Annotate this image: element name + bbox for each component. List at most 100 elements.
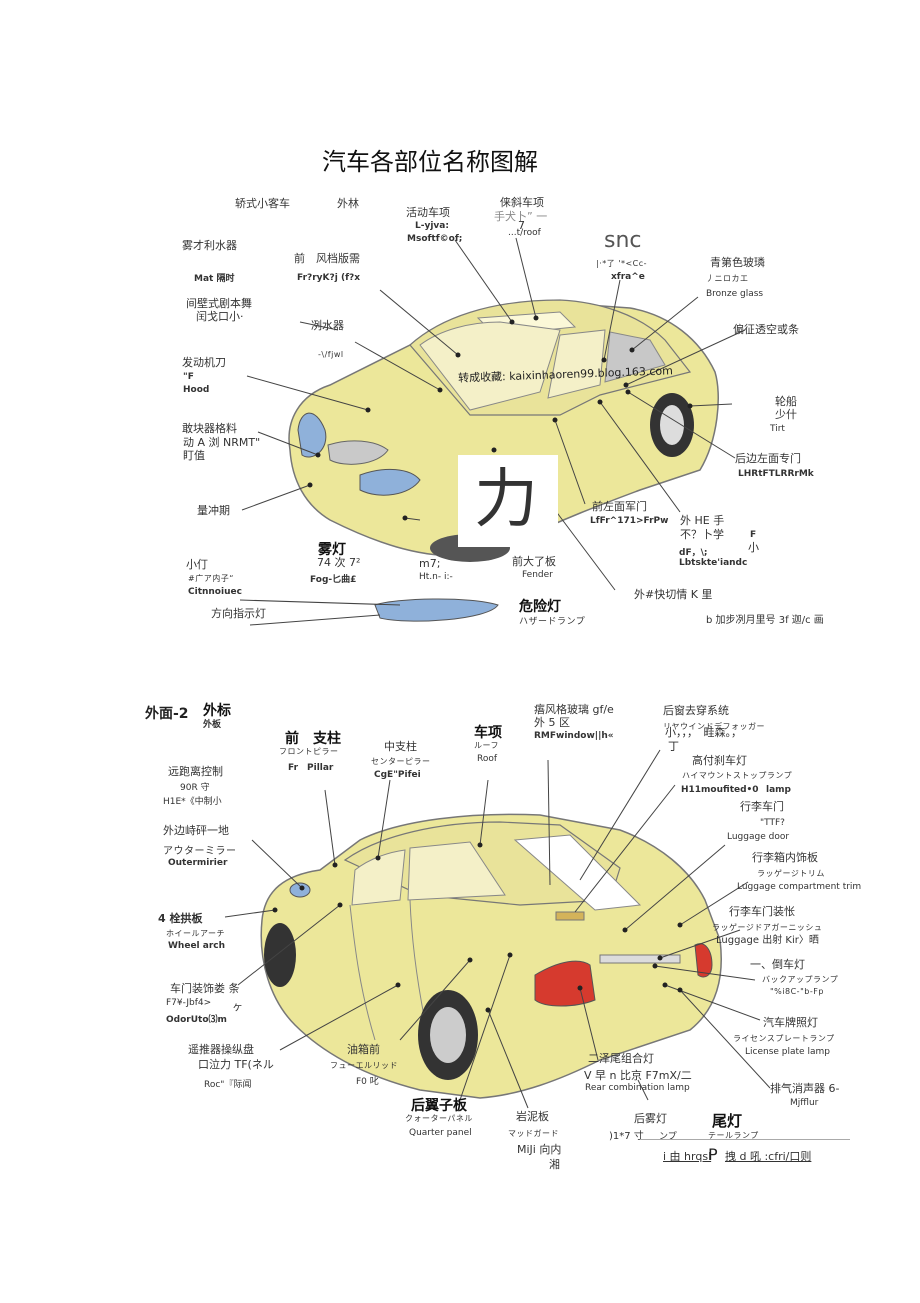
- label: 盯值: [183, 449, 205, 462]
- label: ライセンスプレートランプ: [733, 1034, 835, 1043]
- label: LHRtFTLRRrMk: [738, 469, 814, 479]
- label: P: [708, 1145, 718, 1164]
- label: 尾灯: [712, 1112, 743, 1130]
- label: ンプ: [659, 1132, 677, 1142]
- label: Citnnoiuec: [188, 587, 242, 597]
- label: クォーターパネル: [405, 1114, 473, 1123]
- label: 外边峙砰一地: [163, 824, 229, 837]
- label: #广ア内子“: [188, 574, 234, 583]
- label: ホイールアーチ: [166, 929, 226, 938]
- label: ラッゲージトリム: [757, 869, 825, 878]
- label: Lbtskte'iandc: [679, 558, 748, 568]
- label: 行李车门装怅: [729, 905, 795, 918]
- label: Fog-匕曲£: [310, 575, 357, 585]
- label: Fender: [522, 570, 553, 580]
- label: 74 次 7²: [317, 556, 361, 569]
- label: フロントピラー: [279, 747, 339, 756]
- label: 口泣力 TF(ネル: [198, 1058, 274, 1071]
- label: 俫斜车项: [500, 196, 544, 209]
- label: 活动车项: [406, 206, 450, 219]
- label: 汽车牌照灯: [763, 1016, 818, 1029]
- label: L-yjva:: [415, 221, 449, 231]
- label: 7: [518, 219, 525, 232]
- label: Quarter panel: [409, 1128, 472, 1138]
- label: 方向指示灯: [211, 607, 266, 620]
- label: MiJi 向内: [517, 1143, 562, 1156]
- label: 雾才利水器: [182, 239, 237, 252]
- label: 外板: [203, 720, 222, 730]
- label: Roof: [477, 754, 498, 764]
- label: 轮船: [775, 395, 797, 408]
- label: "F: [183, 372, 194, 382]
- label: 外林: [337, 197, 359, 210]
- label: Mat 隔时: [194, 274, 235, 284]
- label: ハザードランプ: [519, 617, 586, 627]
- car-rear-view: [224, 749, 771, 1109]
- label: 发动机刀: [182, 356, 226, 369]
- label: 排气消声器 6-: [770, 1082, 840, 1095]
- label: 后窗去穿系统: [663, 704, 729, 717]
- label: 前大了板: [512, 555, 556, 568]
- label: LfFr^171>FrPw: [590, 516, 669, 526]
- label: 少什: [775, 408, 797, 421]
- car-front-view: [239, 237, 746, 626]
- label: 一、倒车灯: [750, 958, 805, 971]
- label: 高付刹车灯: [692, 754, 747, 767]
- label: 冽水器: [311, 319, 344, 332]
- label: アウターミラー: [163, 846, 237, 857]
- label: 闰戈口小·: [196, 310, 244, 323]
- label: RMFwindow||h«: [534, 731, 614, 741]
- label: 轿式小客车: [235, 197, 290, 210]
- label: 外#快切情 K 里: [634, 588, 713, 601]
- label: i 由 hrqsl: [663, 1150, 712, 1163]
- label: 中支柱: [384, 740, 417, 753]
- label: 湘: [549, 1158, 560, 1171]
- label: Bronze glass: [706, 289, 764, 299]
- label: 小，，， 畦森。，: [665, 726, 742, 739]
- label: 后翼子板: [411, 1098, 467, 1114]
- label: 小: [748, 541, 759, 554]
- label: CgE"Pifei: [374, 770, 421, 780]
- label: |·*了 '*<Cc-: [596, 259, 648, 268]
- divider: [640, 1139, 850, 1140]
- label: 岩泥板: [516, 1110, 549, 1123]
- label: 不？卜学: [680, 528, 724, 541]
- label: 丁: [668, 740, 679, 753]
- label: ルーフ: [474, 741, 500, 750]
- label: dF，\;: [679, 548, 708, 558]
- label: F7¥-Jbf4>: [166, 998, 212, 1008]
- label: b 加步冽月里号 3f 迦/c 画: [706, 615, 824, 626]
- page-title: 汽车各部位名称图解: [322, 148, 538, 176]
- label: 前左面军门: [592, 500, 647, 513]
- label: Outermirier: [168, 858, 228, 868]
- label: センターピラー: [371, 757, 431, 766]
- label: リヤウインドデフォッガー: [663, 722, 765, 731]
- label: 丿ニロカエ: [706, 274, 749, 283]
- label: 车门装饰娄 条: [170, 982, 240, 995]
- label: 前 风档版需: [294, 252, 360, 265]
- label: 后雾灯: [634, 1112, 667, 1125]
- label: フューエルリッド: [330, 1061, 398, 1070]
- label: 间壁式剧本舞: [186, 297, 252, 310]
- label: Hood: [183, 385, 210, 395]
- label: 油箱前: [347, 1043, 380, 1056]
- label: "%i8C-"b-Fp: [770, 987, 824, 996]
- label: 偏征透空或条: [733, 323, 799, 336]
- label: 行李箱内饰板: [752, 851, 818, 864]
- label: バックアップランプ: [762, 975, 839, 984]
- label: 青第色玻璘: [710, 256, 765, 269]
- label: F0 叱: [356, 1077, 379, 1087]
- label: H1E*《中制小: [163, 797, 222, 807]
- label: Mjfflur: [790, 1098, 819, 1108]
- label: 外标: [203, 703, 231, 719]
- label: snc: [604, 228, 642, 253]
- label: xfra^e: [611, 272, 645, 282]
- label: 二泽尾组合灯: [588, 1052, 654, 1065]
- label: F: [750, 530, 757, 540]
- label: OdorUto⑶m: [166, 1015, 227, 1025]
- label: Fr?ryK?j (f?x: [297, 273, 361, 283]
- label: Luggage 出射 Kir〉晒: [716, 935, 819, 946]
- label: Rear combination lamp: [585, 1083, 690, 1093]
